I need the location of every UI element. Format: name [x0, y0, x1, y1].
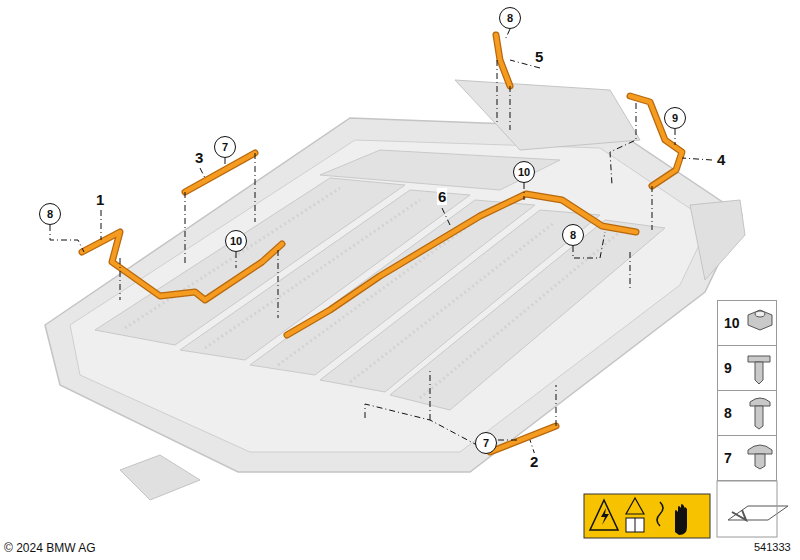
part-number: 6	[437, 188, 447, 205]
part-number: 5	[534, 48, 544, 65]
parts-cell: 10	[717, 300, 777, 346]
footer-text: 541333	[754, 541, 791, 553]
callout-number: 9	[724, 360, 732, 376]
callout-number: 7	[222, 141, 228, 153]
part-number: 1	[95, 191, 105, 208]
parts-cell: 8	[717, 390, 777, 436]
part-number: 4	[716, 151, 726, 168]
callout-circle: 7	[214, 136, 236, 158]
callout-circle: 8	[39, 203, 61, 225]
callout-number: 7	[483, 437, 489, 449]
callout-circle: 10	[225, 230, 247, 252]
callout-circle: 8	[499, 7, 521, 29]
callout-circle: 7	[475, 432, 497, 454]
footer-text: © 2024 BMW AG	[4, 541, 96, 555]
callout-number: 10	[724, 315, 740, 331]
parts-cell: 9	[717, 345, 777, 391]
callout-number: 8	[724, 405, 732, 421]
callout-number: 8	[47, 208, 53, 220]
part-number: 3	[194, 149, 204, 166]
callout-circle: 9	[664, 107, 686, 129]
callout-number: 7	[724, 450, 732, 466]
part-number: 2	[529, 453, 539, 470]
callout-number: 10	[230, 235, 242, 247]
callout-circle: 10	[513, 161, 535, 183]
callout-number: 8	[570, 229, 576, 241]
callout-circle: 8	[562, 224, 584, 246]
callout-number: 10	[518, 166, 530, 178]
callout-number: 9	[672, 112, 678, 124]
callout-number: 8	[507, 12, 513, 24]
parts-cell: 7	[717, 435, 777, 481]
